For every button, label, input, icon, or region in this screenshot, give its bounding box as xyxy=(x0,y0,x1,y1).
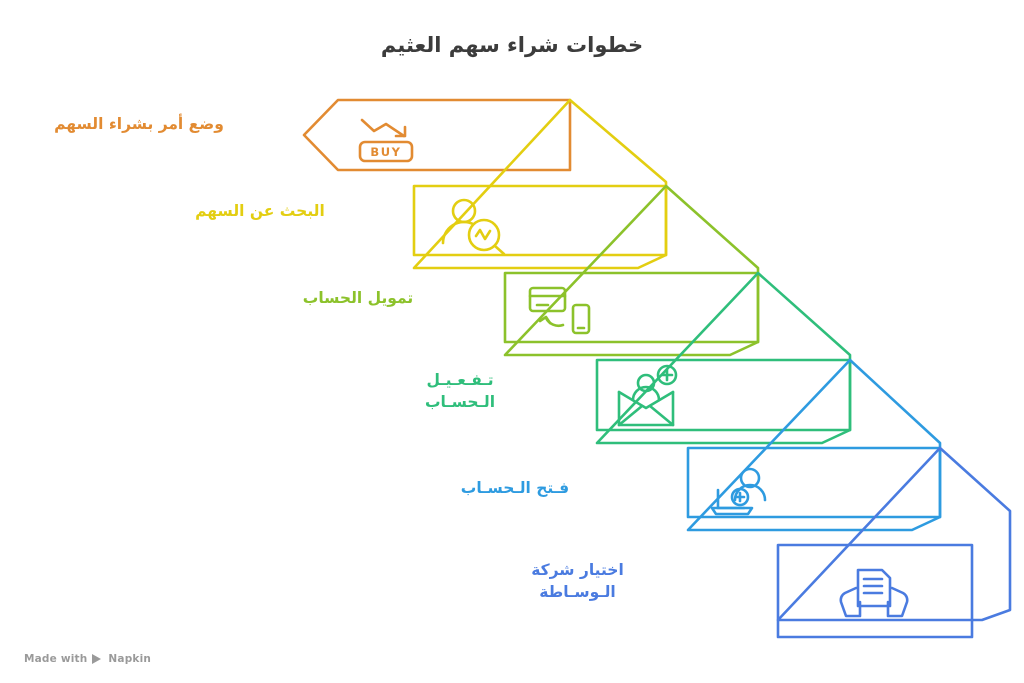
step-1-label: اختيار شركة الـوسـاطة xyxy=(531,561,624,602)
step-1-tread xyxy=(776,543,974,639)
card-phone-transfer-icon xyxy=(528,286,591,335)
step-3-tread xyxy=(595,358,852,432)
step-3-label: تـفـعـيـل الـحسـاب xyxy=(424,371,496,412)
step-2-group[interactable] xyxy=(686,358,942,532)
step-6-group[interactable]: BUY xyxy=(302,98,572,172)
napkin-watermark: Made with Napkin xyxy=(24,653,151,665)
step-5-riser xyxy=(412,98,668,270)
step-4-label: تمويل الحساب xyxy=(302,289,414,307)
envelope-add-user-icon xyxy=(617,364,678,427)
step-5-group[interactable] xyxy=(412,98,668,270)
laptop-add-user-icon xyxy=(710,467,767,516)
step-2-riser xyxy=(686,358,942,532)
watermark-made-with-text: Made with xyxy=(24,653,88,665)
step-1-riser xyxy=(776,446,1012,622)
page-title: خطوات شراء سهم العثيم xyxy=(380,33,644,57)
hands-holding-document-icon xyxy=(839,568,909,618)
person-search-chart-icon xyxy=(441,198,506,256)
buy-order-icon xyxy=(358,118,414,163)
napkin-play-logo-icon xyxy=(92,653,103,665)
step-6-label: وضع أمر بشراء السهم xyxy=(54,115,224,133)
step-2-tread xyxy=(686,446,942,519)
step-2-label: فـتح الـحسـاب xyxy=(460,479,570,497)
watermark-brand-text: Napkin xyxy=(108,653,152,665)
step-4-group[interactable] xyxy=(503,184,760,357)
step-4-riser xyxy=(503,184,760,357)
step-3-group[interactable] xyxy=(595,271,852,445)
step-1-group[interactable] xyxy=(776,446,1012,639)
step-4-tread xyxy=(503,271,760,344)
step-3-riser xyxy=(595,271,852,445)
step-6-icon-text: BUY xyxy=(370,145,401,159)
step-5-label: البحث عن السهم xyxy=(195,202,325,220)
step-6-tread xyxy=(302,98,572,172)
step-5-tread xyxy=(412,184,668,257)
